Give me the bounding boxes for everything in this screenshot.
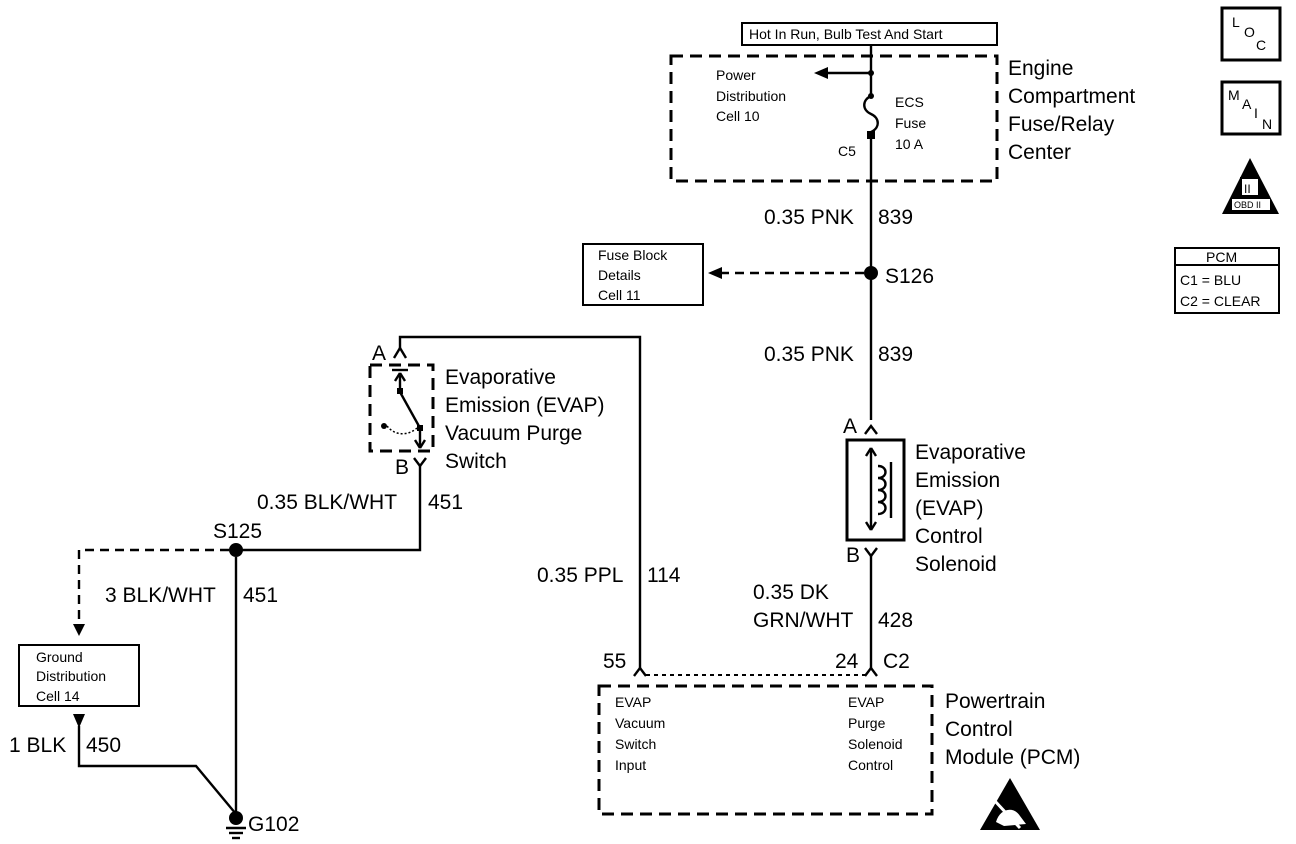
solenoid-pin-a: A bbox=[843, 415, 857, 438]
solenoid-name-3: (EVAP) bbox=[915, 497, 983, 520]
fuse-label-2: Fuse bbox=[895, 115, 926, 131]
dkgrn-label-1: 0.35 DK bbox=[753, 581, 829, 604]
pcm-name-3: Module (PCM) bbox=[945, 746, 1080, 769]
fuse-block-ref-3: Cell 11 bbox=[598, 287, 641, 303]
dkgrn-label-2: GRN/WHT bbox=[753, 609, 853, 632]
solenoid-coil-symbol bbox=[877, 464, 887, 516]
switch-pin-a: A bbox=[372, 342, 386, 365]
pnk-upper-label: 0.35 PNK bbox=[764, 206, 854, 229]
ground-g102-symbol bbox=[226, 811, 246, 840]
svg-text:M: M bbox=[1228, 87, 1240, 103]
blkwht-451-circuit: 451 bbox=[428, 491, 463, 514]
g102-label: G102 bbox=[248, 813, 299, 836]
fuse-center-name-3: Fuse/Relay bbox=[1008, 113, 1115, 136]
obd-ii-icon: II OBD II bbox=[1222, 158, 1279, 214]
pcm-connector-c2: C2 bbox=[883, 650, 910, 673]
solenoid-name-1: Evaporative bbox=[915, 441, 1026, 464]
solenoid-name-4: Control bbox=[915, 525, 983, 548]
switch-name-2: Emission (EVAP) bbox=[445, 394, 604, 417]
ground-dist-ref-3: Cell 14 bbox=[36, 688, 80, 704]
pcm-connector-table: PCM C1 = BLU C2 = CLEAR bbox=[1174, 247, 1280, 314]
blk-450-circuit: 450 bbox=[86, 734, 121, 757]
solenoid-pin-b: B bbox=[846, 544, 860, 567]
dkgrn-circuit: 428 bbox=[878, 609, 913, 632]
pcm-control-label-1: EVAP bbox=[848, 694, 884, 710]
switch-name-3: Vacuum Purge bbox=[445, 422, 582, 445]
pcm-input-label-2: Vacuum bbox=[615, 715, 665, 731]
power-dist-arrow bbox=[814, 67, 828, 79]
svg-text:PCM: PCM bbox=[1206, 249, 1237, 265]
power-dist-label-3: Cell 10 bbox=[716, 108, 760, 124]
fuse-block-arrow bbox=[708, 267, 722, 279]
splice-s125 bbox=[229, 543, 243, 557]
fuse-block-ref-1: Fuse Block bbox=[598, 247, 668, 263]
fuse-center-name-1: Engine bbox=[1008, 57, 1073, 80]
power-dist-label-1: Power bbox=[716, 67, 756, 83]
svg-text:N: N bbox=[1262, 116, 1272, 132]
fuse-block-ref-box[interactable] bbox=[582, 243, 704, 306]
ppl-label: 0.35 PPL bbox=[537, 564, 623, 587]
pcm-outline bbox=[597, 684, 934, 816]
pnk-lower-label: 0.35 PNK bbox=[764, 343, 854, 366]
svg-text:L: L bbox=[1232, 14, 1240, 30]
ground-dist-ref-box[interactable] bbox=[18, 644, 140, 707]
main-icon[interactable]: M A I N bbox=[1220, 80, 1282, 136]
purge-switch-outline bbox=[368, 363, 435, 453]
s126-label: S126 bbox=[885, 265, 934, 288]
svg-text:C: C bbox=[1256, 37, 1266, 53]
svg-text:OBD II: OBD II bbox=[1234, 200, 1261, 210]
pcm-name-1: Powertrain bbox=[945, 690, 1045, 713]
power-source-box bbox=[741, 22, 998, 46]
switch-contact bbox=[398, 391, 422, 429]
pcm-input-label-3: Switch bbox=[615, 736, 656, 752]
loc-icon[interactable]: L O C bbox=[1220, 6, 1282, 62]
switch-name-1: Evaporative bbox=[445, 366, 556, 389]
blk-450-label: 1 BLK bbox=[9, 734, 66, 757]
svg-text:C1 = BLU: C1 = BLU bbox=[1180, 272, 1241, 288]
svg-text:O: O bbox=[1244, 24, 1255, 40]
pnk-upper-circuit: 839 bbox=[878, 206, 913, 229]
pcm-pin-55: 55 bbox=[603, 650, 626, 673]
fuse-relay-center-outline bbox=[669, 54, 999, 183]
svg-text:II: II bbox=[1244, 182, 1251, 196]
svg-text:C2 = CLEAR: C2 = CLEAR bbox=[1180, 293, 1261, 309]
power-source-label: Hot In Run, Bulb Test And Start bbox=[749, 26, 943, 42]
blkwht-3-circuit: 451 bbox=[243, 584, 278, 607]
ground-dist-arrow bbox=[73, 624, 85, 636]
fuse-center-name-2: Compartment bbox=[1008, 85, 1135, 108]
ground-dist-ref-1: Ground bbox=[36, 649, 83, 665]
pcm-input-label-4: Input bbox=[615, 757, 646, 773]
pcm-control-label-4: Control bbox=[848, 757, 893, 773]
ground-dist-ref-2: Distribution bbox=[36, 668, 106, 684]
pcm-name-2: Control bbox=[945, 718, 1013, 741]
fuse-label-3: 10 A bbox=[895, 136, 924, 152]
s125-label: S125 bbox=[213, 520, 262, 543]
pcm-control-label-2: Purge bbox=[848, 715, 886, 731]
svg-text:A: A bbox=[1242, 96, 1252, 112]
fuse-label-1: ECS bbox=[895, 94, 924, 110]
connector-c5: C5 bbox=[838, 143, 856, 159]
blkwht-451-label: 0.35 BLK/WHT bbox=[257, 491, 397, 514]
esd-sensitive-icon bbox=[980, 778, 1040, 830]
svg-text:I: I bbox=[1254, 105, 1258, 121]
power-dist-label-2: Distribution bbox=[716, 88, 786, 104]
pcm-control-label-3: Solenoid bbox=[848, 736, 903, 752]
pcm-input-label-1: EVAP bbox=[615, 694, 651, 710]
solenoid-name-5: Solenoid bbox=[915, 553, 997, 576]
switch-name-4: Switch bbox=[445, 450, 507, 473]
switch-pin-b: B bbox=[395, 456, 409, 479]
fuse-center-name-4: Center bbox=[1008, 141, 1071, 164]
pcm-pin-24: 24 bbox=[835, 650, 859, 673]
blk-450-arrow bbox=[73, 714, 85, 728]
blkwht-3-label: 3 BLK/WHT bbox=[105, 584, 216, 607]
ppl-circuit: 114 bbox=[647, 564, 681, 587]
solenoid-name-2: Emission bbox=[915, 469, 1000, 492]
fuse-block-ref-2: Details bbox=[598, 267, 641, 283]
splice-s126 bbox=[864, 266, 878, 280]
ecs-fuse-symbol bbox=[863, 94, 879, 134]
pnk-lower-circuit: 839 bbox=[878, 343, 913, 366]
